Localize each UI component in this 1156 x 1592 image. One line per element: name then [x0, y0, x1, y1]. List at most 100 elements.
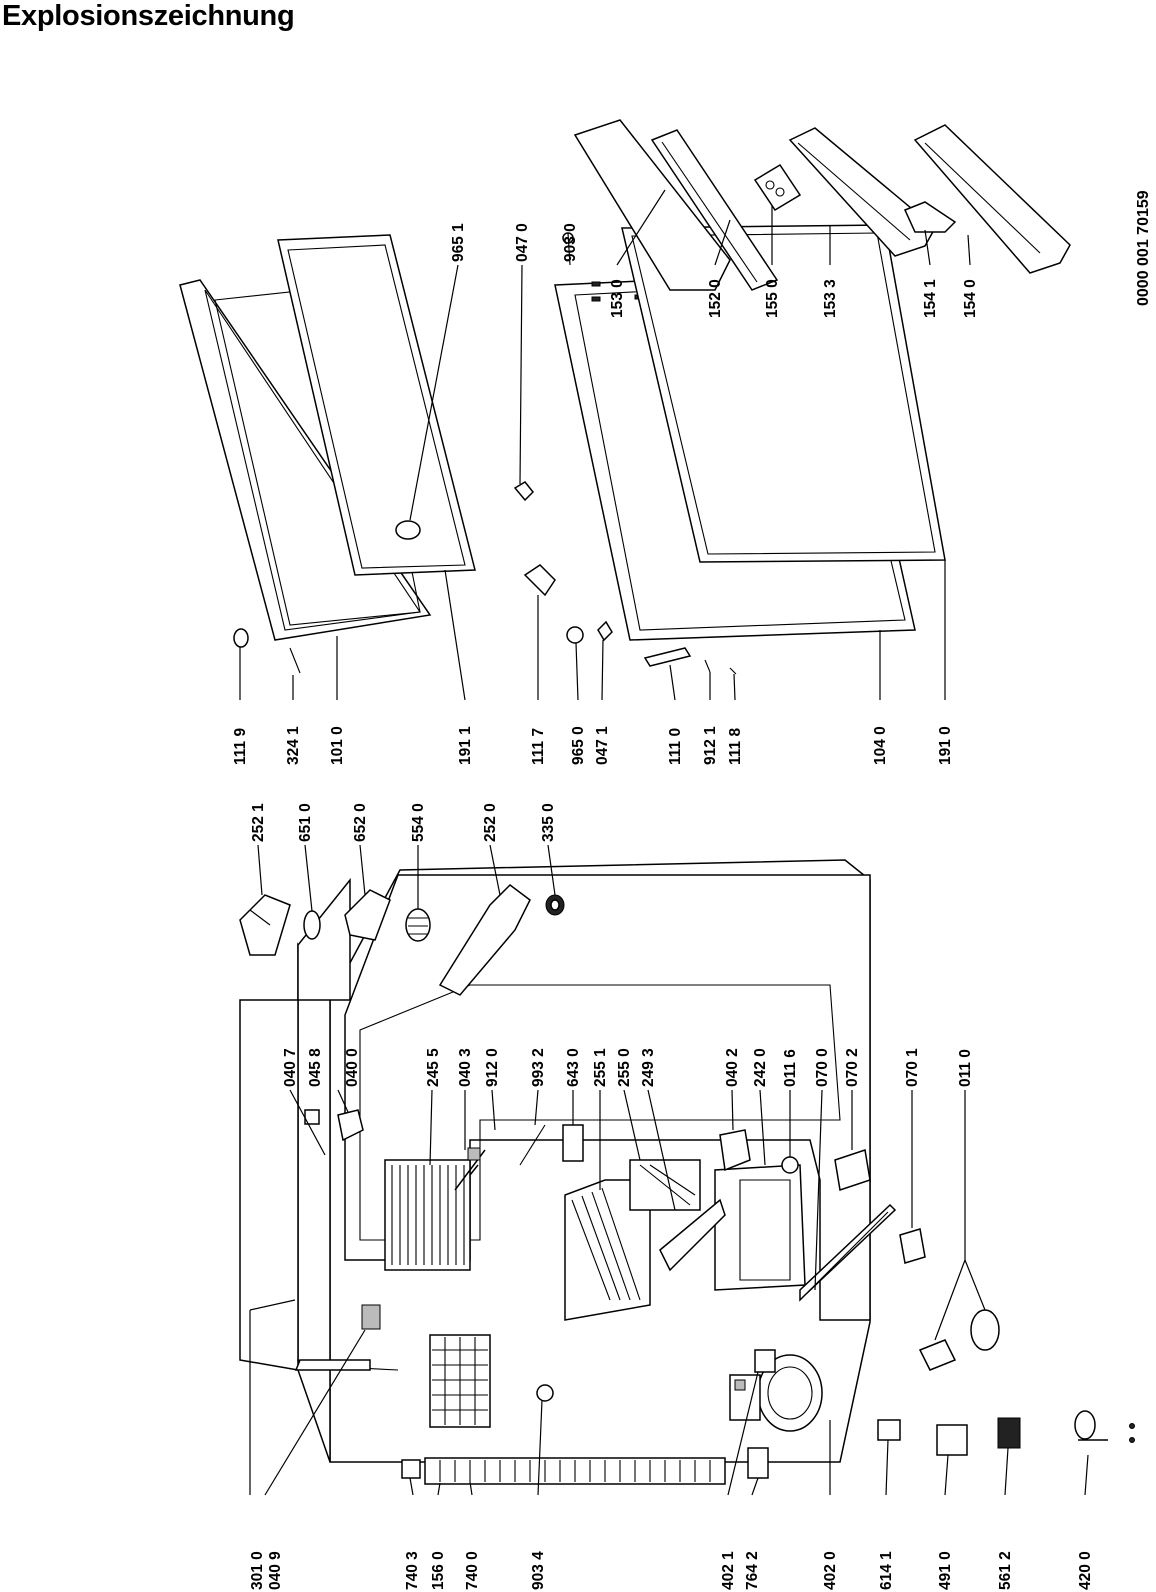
label-0470: 047 0	[514, 223, 531, 262]
foot-0110b	[970, 1309, 1000, 1351]
holder-1541	[903, 201, 957, 233]
leader-lines	[239, 189, 1089, 1496]
cover-0702	[834, 1149, 871, 1191]
label-0700: 070 0	[814, 1048, 831, 1087]
control-strip-0409	[294, 1359, 371, 1371]
label-6510: 651 0	[297, 803, 314, 842]
label-4200: 420 0	[1077, 1551, 1094, 1590]
label-0701: 070 1	[904, 1048, 921, 1087]
label-1533: 153 3	[822, 279, 839, 318]
evaporator-2455	[384, 1159, 471, 1271]
part-4910	[936, 1424, 968, 1456]
label-2550: 255 0	[616, 1048, 633, 1087]
label-7403: 740 3	[404, 1551, 421, 1590]
bottle-shelf-1520	[650, 129, 779, 291]
label-7400: 740 0	[464, 1551, 481, 1590]
diagram-title: Explosionszeichnung	[2, 0, 295, 32]
label-5612: 561 2	[997, 1551, 1014, 1590]
hinge-0402	[719, 1129, 751, 1172]
label-4020: 402 0	[822, 1551, 839, 1590]
label-2455: 245 5	[425, 1048, 442, 1087]
label-1117: 111 7	[530, 728, 547, 765]
document-number-text: 0000 001 70159	[1135, 190, 1152, 306]
label-0407: 040 7	[282, 1048, 299, 1087]
label-1550: 155 0	[764, 279, 781, 318]
label-1530: 153 0	[609, 279, 626, 318]
screw-9121	[704, 659, 711, 673]
label-6141: 614 1	[878, 1551, 895, 1590]
label-1541: 154 1	[922, 279, 939, 318]
label-9650: 965 0	[570, 726, 587, 765]
label-9121: 912 1	[702, 726, 719, 765]
knob-housing-2521	[239, 894, 291, 956]
door-shelves	[573, 119, 1071, 291]
label-1118: 111 8	[727, 728, 744, 765]
clip-0471	[597, 620, 613, 642]
label-3010: 301 0	[249, 1551, 266, 1590]
thermostat-6520	[344, 889, 391, 941]
label-1040: 104 0	[872, 726, 889, 765]
label-9651: 965 1	[450, 223, 467, 262]
part-5612	[997, 1417, 1021, 1449]
hinge-0400	[337, 1109, 364, 1142]
label-2520: 252 0	[482, 803, 499, 842]
hinge-cover-0407	[361, 1304, 381, 1330]
shelf-1540	[913, 124, 1071, 274]
label-0409: 040 9	[267, 1551, 284, 1590]
lamp-9034	[536, 1384, 554, 1402]
freezer-gasket-1911	[277, 234, 476, 576]
spring-5540	[405, 908, 431, 942]
capillary-bracket-2520	[438, 884, 531, 996]
handle-9651	[395, 520, 421, 540]
label-2551: 255 1	[592, 1048, 609, 1087]
starter-relay-4021	[754, 1349, 776, 1373]
foot-0110a	[918, 1339, 957, 1371]
rail-2493	[659, 1198, 726, 1272]
label-5540: 554 0	[410, 803, 427, 842]
label-6430: 643 0	[565, 1048, 582, 1087]
condenser-1560	[424, 1457, 726, 1485]
cover-1117	[523, 564, 556, 597]
dot-a	[1129, 1423, 1135, 1429]
cabinet-side-panel	[297, 942, 331, 1463]
shelf-1530	[573, 119, 731, 291]
glass-shelf-2551	[564, 1179, 651, 1321]
clip-1118	[729, 667, 737, 675]
shelf-1533	[788, 127, 936, 257]
label-2521: 252 1	[250, 803, 267, 842]
lamp-holder-6510	[303, 910, 321, 940]
thermostat-rods	[454, 1124, 584, 1191]
label-1911: 191 1	[457, 726, 474, 765]
label-2420: 242 0	[752, 1048, 769, 1087]
crisper-drawer-2420	[714, 1164, 806, 1291]
cap-9650	[566, 626, 584, 644]
label-0403: 040 3	[457, 1048, 474, 1087]
label-9932: 993 2	[530, 1048, 547, 1087]
label-1119: 111 9	[232, 728, 249, 765]
label-1910: 191 0	[937, 726, 954, 765]
label-1560: 156 0	[430, 1551, 447, 1590]
label-9120: 912 0	[484, 1048, 501, 1087]
label-0116: 011 6	[782, 1049, 799, 1087]
shelf-2550	[629, 1159, 701, 1211]
label-9034: 903 4	[530, 1551, 547, 1590]
label-0400: 040 0	[344, 1048, 361, 1087]
egg-tray-1550	[753, 163, 802, 212]
compressor-foot-7642	[747, 1447, 769, 1479]
label-3350: 335 0	[540, 803, 557, 842]
clip-0470	[513, 481, 535, 502]
document-number: 0000 001 70159	[1135, 190, 1152, 306]
label-3241: 324 1	[285, 726, 302, 765]
rack-grid	[429, 1334, 491, 1428]
label-0471: 047 1	[594, 726, 611, 765]
label-4910: 491 0	[937, 1551, 954, 1590]
label-9030: 903 0	[562, 223, 579, 262]
handle-1110	[643, 647, 692, 667]
cabinet-assembly	[239, 859, 1135, 1485]
part-number-labels: 301 0 040 9 740 3 156 0 740 0 903 4 402 …	[232, 223, 1094, 1590]
label-4021: 402 1	[720, 1551, 737, 1590]
label-0110: 011 0	[957, 1049, 974, 1087]
label-7642: 764 2	[744, 1551, 761, 1590]
fridge-door-assembly	[513, 224, 946, 675]
